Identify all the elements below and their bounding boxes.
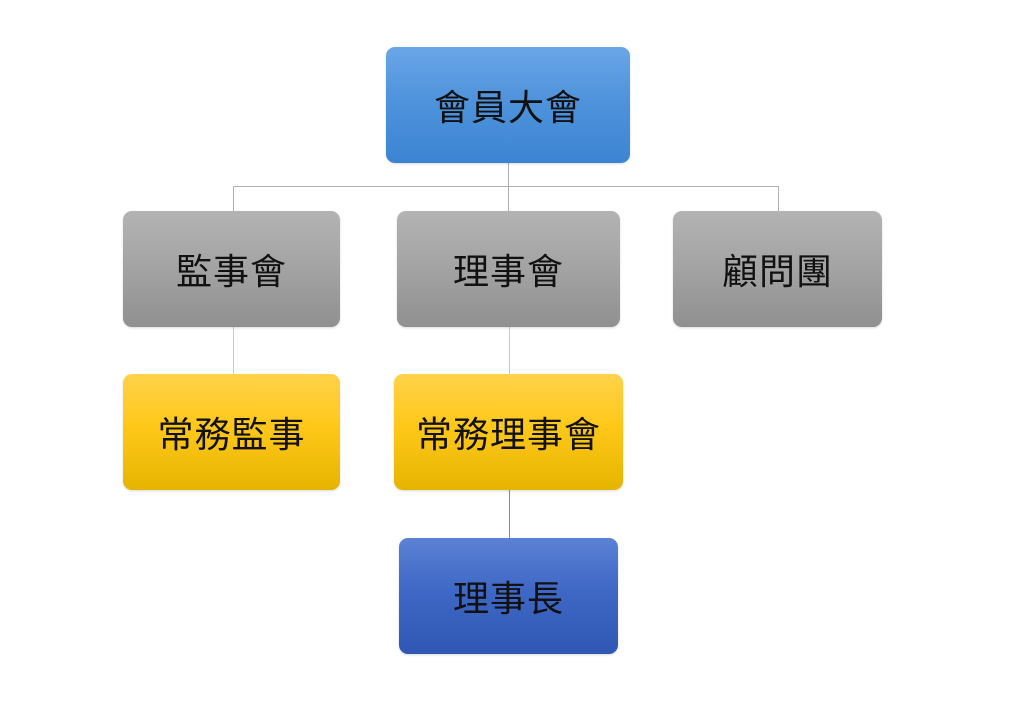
node-advisory-group: 顧問團 <box>673 211 882 327</box>
connector-directors-to-executive-directors <box>509 327 510 374</box>
connector-executive-directors-to-chairman <box>509 490 510 538</box>
node-label: 理事長 <box>452 579 564 620</box>
node-general-assembly: 會員大會 <box>386 47 630 163</box>
node-label: 顧問團 <box>721 252 833 293</box>
connector-to-supervisors <box>233 186 234 211</box>
connector-to-advisors <box>778 186 779 211</box>
node-label: 監事會 <box>175 252 287 293</box>
node-label: 理事會 <box>452 252 564 293</box>
node-board-of-directors: 理事會 <box>397 211 620 327</box>
node-label: 常務理事會 <box>415 415 601 456</box>
node-label: 會員大會 <box>433 88 582 129</box>
connector-horizontal-bus <box>233 186 779 187</box>
node-chairman: 理事長 <box>399 538 618 654</box>
node-executive-supervisor: 常務監事 <box>123 374 340 490</box>
connector-supervisors-to-executive-supervisor <box>233 327 234 374</box>
connector-to-directors <box>508 186 509 211</box>
node-label: 常務監事 <box>157 415 306 456</box>
connector-assembly-trunk <box>508 163 509 187</box>
node-executive-directors: 常務理事會 <box>394 374 623 490</box>
node-board-of-supervisors: 監事會 <box>123 211 340 327</box>
